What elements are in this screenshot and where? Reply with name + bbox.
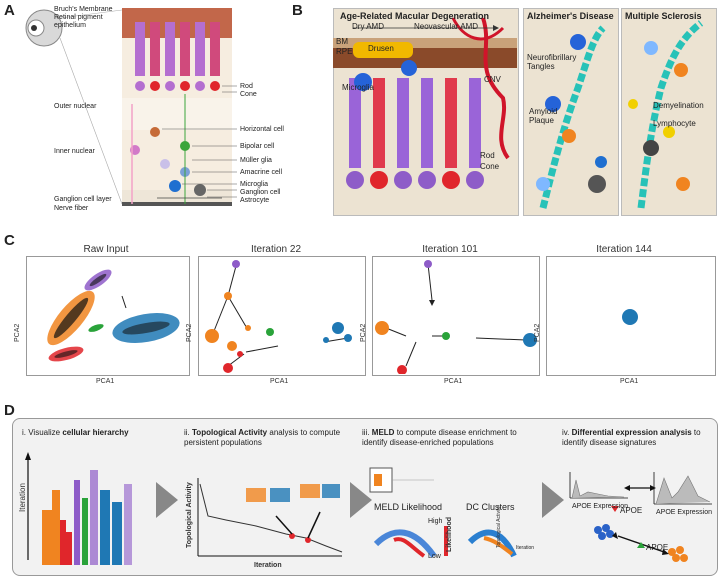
differential-expression-graphic xyxy=(569,472,712,562)
plaque-label: Plaque xyxy=(529,116,554,125)
step-4-bold: Differential expression analysis xyxy=(571,428,692,437)
label-muller-glia: Müller glia xyxy=(240,157,272,164)
alzheimers-title: Alzheimer's Disease xyxy=(527,11,614,21)
demyelination-label: Demyelination xyxy=(653,101,704,110)
cnv-label: CNV xyxy=(484,75,501,84)
amd-illustration xyxy=(333,17,517,189)
label-cone: Cone xyxy=(240,91,257,98)
label-horizontal-cell: Horizontal cell xyxy=(240,126,284,133)
arrow-2 xyxy=(350,482,372,518)
panel-d-letter: D xyxy=(4,402,15,419)
dc-clusters-title: DC Clusters xyxy=(466,502,515,512)
iteration-101-scatter xyxy=(375,260,537,374)
iteration-22-plot xyxy=(198,256,366,376)
bm-label: BM xyxy=(336,37,348,46)
step-2-xlabel: Iteration xyxy=(254,562,282,569)
label-outer-nuclear: Outer nuclear xyxy=(54,103,97,110)
step-2-num: ii. xyxy=(184,428,190,437)
label-astrocyte: Astrocyte xyxy=(240,197,270,204)
pca2-label-1: PCA2 xyxy=(14,323,21,342)
pca2-label-3: PCA2 xyxy=(360,323,367,342)
label-rod: Rod xyxy=(240,83,253,90)
label-bruchs-membrane: Bruch's Membrane xyxy=(54,6,113,13)
dry-amd-label: Dry AMD xyxy=(352,22,384,31)
amyloid-label: Amyloid xyxy=(529,107,558,116)
apoe-expression-2: APOE Expression xyxy=(656,509,713,516)
topact-small: Topological Activity xyxy=(496,506,502,548)
label-inner-nuclear: Inner nuclear xyxy=(54,148,95,155)
step-4-num: iv. xyxy=(562,428,570,437)
label-rpe-2: epithelium xyxy=(54,22,86,29)
panel-b-letter: B xyxy=(292,2,303,19)
amd-title: Age-Related Macular Degeneration xyxy=(340,11,490,21)
ms-title: Multiple Sclerosis xyxy=(625,11,702,21)
retina-layer-diagram xyxy=(25,8,237,206)
step-2-text: ii. Topological Activity analysis to com… xyxy=(184,428,346,448)
ms-illustration xyxy=(628,20,704,209)
meld-inset-thumbnail xyxy=(369,467,434,493)
label-nerve-fiber: Nerve fiber xyxy=(54,205,89,212)
rod-label-b: Rod xyxy=(480,151,495,160)
pca1-label-2: PCA1 xyxy=(270,378,289,385)
step-1-bold: cellular hierarchy xyxy=(62,428,129,437)
step-2-rest: analysis to compute persistent populatio… xyxy=(184,428,341,447)
step-2-bold: Topological Activity xyxy=(192,428,268,437)
cone-label-b: Cone xyxy=(480,162,500,171)
microglia-label: Microglia xyxy=(342,83,375,92)
step-4-rest: to identify disease signatures xyxy=(562,428,701,447)
label-microglia-a: Microglia xyxy=(240,181,269,188)
iteration-small: Iteration xyxy=(516,545,535,551)
neovascular-amd-label: Neovascular AMD xyxy=(414,22,479,31)
high-label: High xyxy=(428,518,443,525)
step-3-text: iii. MELD to compute disease enrichment … xyxy=(362,428,542,448)
panel-a-letter: A xyxy=(4,2,15,19)
ms-box xyxy=(621,8,717,216)
pca2-label-4: PCA2 xyxy=(534,323,541,342)
hierarchy-plot xyxy=(25,452,132,565)
apoe-expression-1: APOE Expression xyxy=(572,503,629,510)
arrow-1 xyxy=(156,482,178,518)
low-label: Low xyxy=(428,553,441,560)
apoe-up-label: APOE xyxy=(646,543,669,552)
label-ganglion-cell: Ganglion cell xyxy=(240,189,281,196)
iteration-101-title: Iteration 101 xyxy=(422,244,478,255)
tangles-label: Tangles xyxy=(527,62,555,71)
apoe-down-label: APOE xyxy=(620,506,643,515)
step-1-axis-label: Iteration xyxy=(18,483,27,512)
rpe-label: RPE xyxy=(336,47,353,56)
pca1-label-1: PCA1 xyxy=(96,378,115,385)
iteration-144-scatter xyxy=(622,309,638,325)
label-amacrine-cell: Amacrine cell xyxy=(240,169,283,176)
pca1-label-3: PCA1 xyxy=(444,378,463,385)
step-3-rest: to compute disease enrichment to identif… xyxy=(362,428,517,447)
step-1-text: i. Visualize cellular hierarchy xyxy=(22,428,147,438)
topological-activity-plot xyxy=(197,478,343,557)
neurofibrillary-label: Neurofibrillary xyxy=(527,53,577,62)
step-2-ylabel: Topological Activity xyxy=(186,482,193,548)
lymphocyte-label: Lymphocyte xyxy=(653,119,696,128)
step-3-num: iii. xyxy=(362,428,370,437)
iteration-22-title: Iteration 22 xyxy=(250,244,302,255)
likelihood-vertical: Likelihood xyxy=(446,517,453,552)
arrow-3 xyxy=(542,482,564,518)
iteration-101-plot xyxy=(372,256,540,376)
alzheimers-illustration xyxy=(536,25,607,209)
step-1-pre: Visualize xyxy=(28,428,63,437)
meld-dc-embeddings xyxy=(374,526,517,558)
label-bipolar-cell: Bipolar cell xyxy=(240,143,275,150)
label-rpe-1: Retinal pigment xyxy=(54,14,103,21)
iteration-144-title: Iteration 144 xyxy=(596,244,652,255)
meld-likelihood-title: MELD Likelihood xyxy=(374,502,443,512)
step-1-num: i. xyxy=(22,428,26,437)
label-ganglion-layer: Ganglion cell layer xyxy=(54,196,112,203)
panel-c-letter: C xyxy=(4,232,15,249)
iteration-22-scatter xyxy=(205,260,352,373)
step-4-text: iv. Differential expression analysis to … xyxy=(562,428,712,448)
raw-input-title: Raw Input xyxy=(83,244,129,255)
drusen-label: Drusen xyxy=(368,44,394,53)
step-3-bold: MELD xyxy=(371,428,395,437)
pca1-label-4: PCA1 xyxy=(620,378,639,385)
raw-input-scatter xyxy=(47,269,180,362)
pca2-label-2: PCA2 xyxy=(186,323,193,342)
